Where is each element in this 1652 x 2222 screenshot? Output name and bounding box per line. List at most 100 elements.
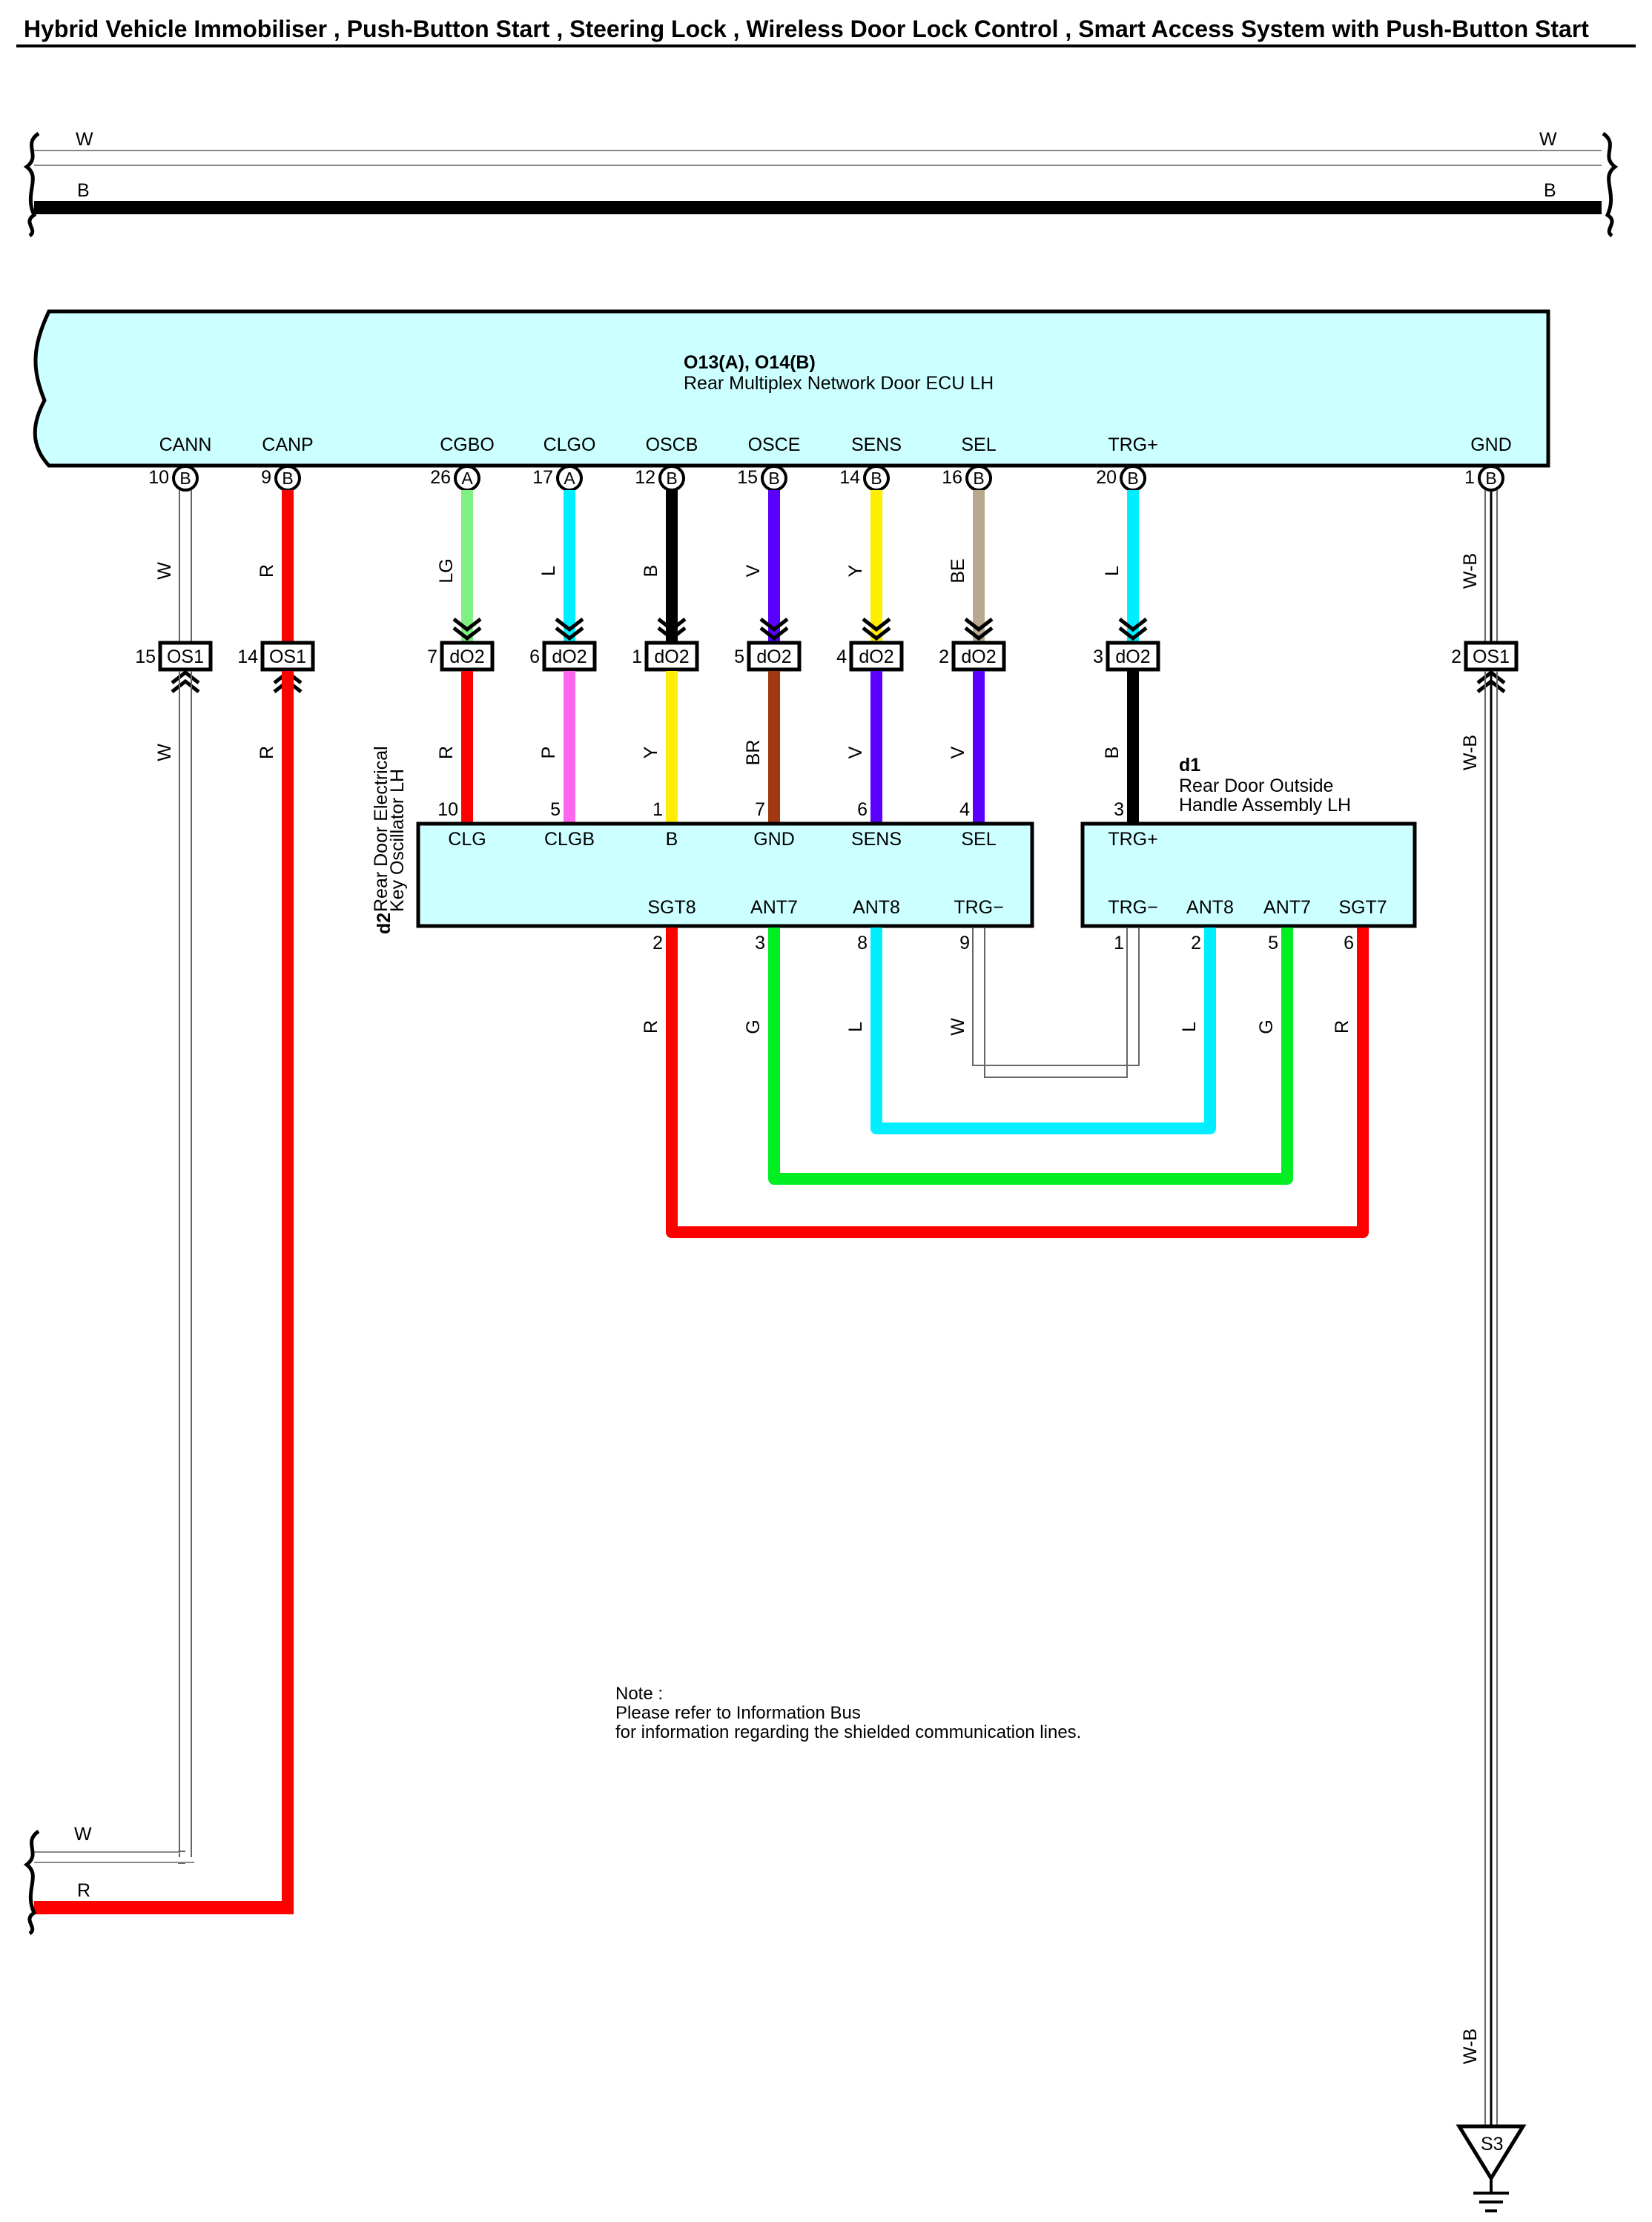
- bus-bottom-w-label: W: [74, 1824, 92, 1845]
- loop-wire: [984, 928, 1128, 1078]
- junction-number: 1: [632, 647, 642, 667]
- chevron-down-icon: [964, 626, 994, 641]
- loop-color-label-right: L: [1179, 1022, 1200, 1032]
- chevron-down-icon: [964, 618, 994, 632]
- chevron-down-icon: [759, 626, 789, 641]
- upper-wire-color-label: W-B: [1460, 553, 1481, 589]
- upper-wire-color-label: L: [1102, 566, 1123, 576]
- d2-box: d2 Rear Door Electrical Key Oscillator L…: [371, 746, 1034, 953]
- d2-pin-number: 6: [857, 799, 868, 820]
- bus-break-left: [23, 131, 40, 238]
- loop-color-label-left: R: [641, 1020, 661, 1034]
- bus-b-label-left: B: [77, 180, 90, 201]
- d2-pin-name: TRG−: [954, 897, 1003, 918]
- chevron-down-icon: [555, 618, 584, 632]
- lower-wire-color-label: V: [845, 746, 866, 758]
- d1-pin-name: TRG+: [1108, 829, 1157, 850]
- junction-connector: [260, 641, 315, 672]
- ecu-pin-number: 9: [261, 467, 271, 488]
- bus-break-right: [1602, 131, 1619, 238]
- ecu-pin-number: 16: [942, 467, 962, 488]
- junction-code: dO2: [961, 647, 996, 667]
- loop-color-label-left: G: [743, 1019, 764, 1034]
- junction-connector: [440, 641, 495, 672]
- lower-wire-color-label: R: [257, 746, 277, 759]
- note-line3: for information regarding the shielded c…: [615, 1722, 1081, 1742]
- chevron-up-icon: [171, 678, 200, 693]
- ecu-pin-number: 10: [148, 467, 169, 488]
- ecu-box: O13(A), O14(B) Rear Multiplex Network Do…: [33, 309, 1550, 492]
- chevron-down-icon: [862, 618, 891, 632]
- ground-wire-color-label: W-B: [1460, 2028, 1481, 2064]
- loop-wire: [666, 928, 1369, 1238]
- junction-number: 5: [734, 647, 744, 667]
- ecu-pin-number: 15: [737, 467, 758, 488]
- d2-pin-name: CLGB: [544, 829, 595, 850]
- junction-code: dO2: [859, 647, 893, 667]
- d2-pin-labels: CLG10CLGB5B1GND7SENS6SEL4SGT82ANT73ANT88…: [437, 799, 1004, 953]
- lower-wire-color-label: R: [436, 746, 457, 759]
- ecu-pin-name: CANN: [159, 434, 212, 455]
- upper-wire-color-label: V: [743, 564, 764, 577]
- loop-color-label-right: R: [1332, 1020, 1352, 1034]
- d1-pin-number: 2: [1191, 933, 1201, 953]
- note-block: Note : Please refer to Information Bus f…: [615, 1684, 1081, 1742]
- d2-pin-number: 4: [959, 799, 970, 820]
- ecu-pin-number: 1: [1464, 467, 1475, 488]
- d2-pin-number: 8: [857, 933, 868, 953]
- junction-code: OS1: [269, 647, 306, 667]
- d2-pin-number: 5: [550, 799, 561, 820]
- junction-connector: [1106, 641, 1160, 672]
- d2-code: d2: [374, 913, 394, 934]
- note-line2: Please refer to Information Bus: [615, 1703, 861, 1723]
- d1-pin-number: 1: [1114, 933, 1124, 953]
- loop-wire: [870, 928, 1216, 1134]
- d1-code: d1: [1179, 755, 1200, 776]
- diagram-title: Hybrid Vehicle Immobiliser , Push-Button…: [24, 16, 1589, 42]
- d2-pin-name: ANT8: [853, 897, 900, 918]
- chevron-down-icon: [1118, 626, 1148, 641]
- ecu-pin-connector-letter: B: [282, 469, 293, 488]
- chevron-down-icon: [452, 626, 482, 641]
- junction-code: OS1: [1473, 647, 1510, 667]
- d1-name-line1: Rear Door Outside: [1179, 776, 1333, 796]
- top-bus: W W B B: [23, 129, 1619, 238]
- d2-name-line1: Rear Door Electrical: [371, 746, 391, 912]
- upper-wire-color-label: Y: [845, 564, 866, 577]
- d2-name-line2: Key Oscillator LH: [387, 769, 408, 912]
- ecu-pin-name: SEL: [961, 434, 996, 455]
- ecu-pin-name: SENS: [851, 434, 902, 455]
- junction-number: 7: [427, 647, 437, 667]
- chevron-down-icon: [759, 618, 789, 632]
- d1-name-line2: Handle Assembly LH: [1179, 795, 1351, 816]
- d1-pin-name: ANT7: [1263, 897, 1311, 918]
- d1-pin-name: SGT7: [1338, 897, 1387, 918]
- loop-wire: [972, 928, 1140, 1066]
- junction-number: 14: [237, 647, 258, 667]
- ecu-pin-connector-letter: B: [666, 469, 677, 488]
- ecu-pin-name: CANP: [262, 434, 313, 455]
- ecu-pin-connector-letter: A: [461, 469, 473, 488]
- junction-code: OS1: [167, 647, 204, 667]
- ecu-pin-connector-letter: A: [564, 469, 575, 488]
- junction-connector: [747, 641, 802, 672]
- ecu-pin-connector-letter: B: [1485, 469, 1496, 488]
- d2-pin-name: CLG: [448, 829, 486, 850]
- upper-wire-color-label: L: [538, 566, 559, 576]
- ecu-pin-connector-letter: B: [768, 469, 779, 488]
- ground-code: S3: [1481, 2134, 1504, 2155]
- junction-code: dO2: [552, 647, 587, 667]
- loop-wire: [768, 928, 1293, 1185]
- ecu-pin-name: GND: [1470, 434, 1512, 455]
- junction-number: 2: [1451, 647, 1461, 667]
- junction-connector: [849, 641, 904, 672]
- upper-wire-color-label: LG: [436, 558, 457, 583]
- junction-code: dO2: [1115, 647, 1150, 667]
- ecu-pin-number: 26: [430, 467, 451, 488]
- d2-pin-number: 7: [755, 799, 765, 820]
